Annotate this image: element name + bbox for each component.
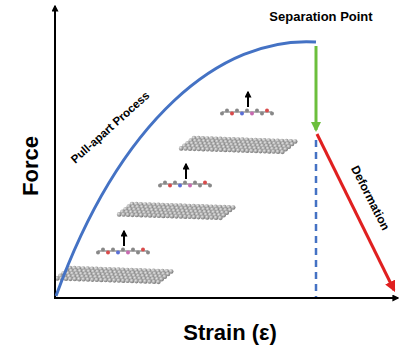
- pull-apart-curve: [56, 42, 316, 296]
- graphene-sheet: [117, 202, 236, 220]
- separation-dash: [315, 140, 318, 297]
- pull-arrow: [247, 92, 249, 107]
- point-label: Separation Point: [269, 10, 372, 23]
- deformation-label: Deformation: [349, 164, 392, 232]
- pull-arrow: [185, 164, 187, 179]
- pull-arrow: [123, 231, 125, 246]
- molecule: [96, 231, 150, 255]
- axis-title: Strain (ε): [183, 322, 277, 344]
- molecule: [158, 164, 212, 188]
- axis-title: Force: [20, 136, 42, 196]
- deformation-line: [317, 134, 394, 290]
- process-label: Pull-apart Process: [69, 90, 152, 166]
- separation-drop: [315, 46, 318, 130]
- y-axis: [54, 6, 56, 298]
- molecule: [220, 92, 274, 116]
- x-axis: [54, 297, 398, 299]
- graphene-sheet: [179, 136, 298, 154]
- graphene-sheets: [55, 136, 298, 284]
- graphene-sheet: [55, 266, 174, 284]
